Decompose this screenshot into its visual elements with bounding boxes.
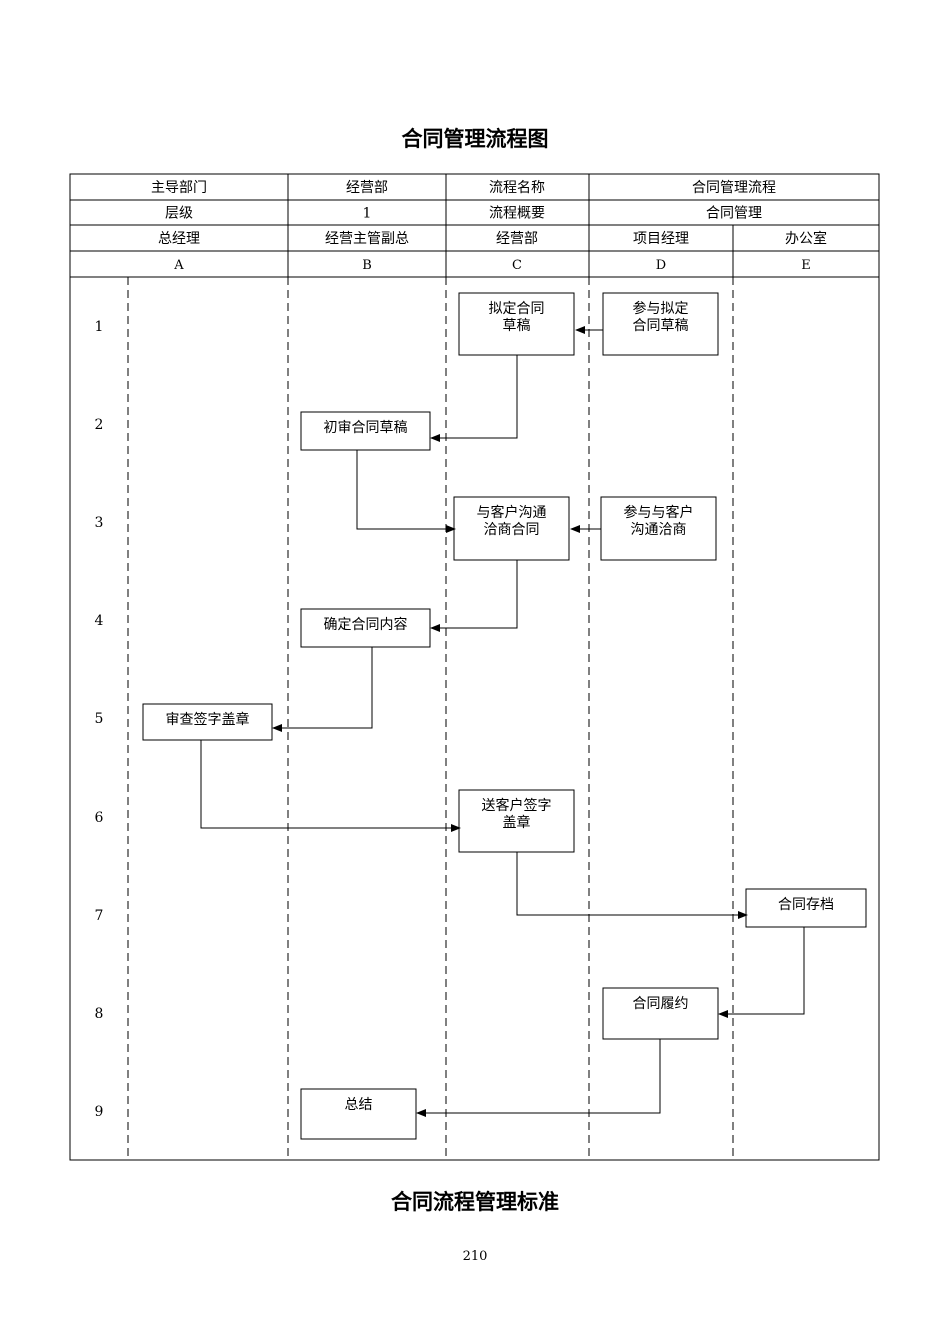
- process-box-label: 确定合同内容: [324, 616, 408, 633]
- connector-arrow: [272, 647, 373, 732]
- step-number: 3: [95, 515, 104, 531]
- header-process-name-value: 合同管理流程: [692, 180, 776, 196]
- process-box-perform: [602, 987, 719, 1040]
- header-level-value: 1: [363, 206, 372, 222]
- process-box-label: 合同存档: [778, 897, 834, 913]
- process-box-label: 总结: [345, 1097, 373, 1113]
- column-letter: D: [656, 258, 666, 273]
- role-label: 项目经理: [633, 231, 689, 247]
- process-box-label: 参与拟定: [633, 300, 689, 317]
- connector-arrow: [516, 852, 748, 919]
- header-summary-label: 流程概要: [489, 206, 545, 222]
- process-box-archive: [745, 888, 867, 928]
- page-number: 210: [462, 1249, 488, 1264]
- step-number: 6: [95, 810, 104, 826]
- process-box-label: 拟定合同: [489, 301, 545, 317]
- process-box-label: 合同履约: [633, 996, 689, 1012]
- step-number: 5: [95, 711, 104, 727]
- column-letter: E: [801, 258, 811, 273]
- process-box-join-draft: [602, 292, 719, 356]
- header-leading-dept-value: 经营部: [346, 180, 388, 196]
- connector-arrow: [200, 740, 461, 832]
- step-number: 2: [95, 417, 104, 433]
- role-label: 办公室: [785, 230, 827, 247]
- process-box-client-sign: [458, 789, 575, 853]
- process-box-label: 合同草稿: [633, 318, 689, 334]
- step-number: 9: [95, 1104, 104, 1120]
- process-box-join-negotiate: [600, 496, 717, 561]
- process-box-label: 审查签字盖章: [166, 711, 250, 728]
- step-number: 7: [95, 908, 104, 924]
- step-number: 4: [95, 613, 104, 629]
- column-letter: A: [173, 258, 184, 273]
- connector-arrow: [430, 355, 518, 442]
- process-box-label: 送客户签字: [482, 797, 552, 814]
- process-box-label: 初审合同草稿: [324, 419, 408, 436]
- step-number: 8: [95, 1006, 104, 1022]
- process-box-label: 洽商合同: [484, 522, 540, 538]
- section-title: 合同流程管理标准: [391, 1190, 559, 1214]
- process-box-summary: [300, 1088, 417, 1140]
- process-box-label: 与客户沟通: [477, 504, 547, 521]
- process-box-review-draft: [300, 411, 431, 451]
- role-label: 经营部: [496, 231, 538, 247]
- role-label: 经营主管副总: [325, 231, 409, 247]
- header-summary-value: 合同管理: [706, 206, 762, 222]
- connector-arrow: [356, 450, 456, 533]
- process-box-label: 盖章: [503, 814, 531, 831]
- process-box-label: 草稿: [503, 318, 531, 334]
- process-box-draft: [458, 292, 575, 356]
- table-border: [69, 173, 880, 1161]
- role-label: 总经理: [158, 231, 200, 247]
- process-box-negotiate: [453, 496, 570, 561]
- connector-arrow: [430, 560, 518, 632]
- process-box-label: 参与与客户: [624, 504, 694, 521]
- process-box-label: 沟通洽商: [631, 522, 687, 538]
- header-process-name-label: 流程名称: [489, 180, 545, 196]
- connector-arrow: [416, 1039, 661, 1117]
- header-leading-dept-label: 主导部门: [151, 180, 207, 196]
- column-letter: B: [362, 258, 372, 273]
- header-level-label: 层级: [165, 206, 193, 222]
- process-box-sign-seal: [142, 703, 273, 741]
- step-number: 1: [95, 319, 104, 335]
- page-title: 合同管理流程图: [401, 127, 549, 151]
- connector-arrow: [718, 927, 805, 1018]
- column-letter: C: [512, 258, 522, 273]
